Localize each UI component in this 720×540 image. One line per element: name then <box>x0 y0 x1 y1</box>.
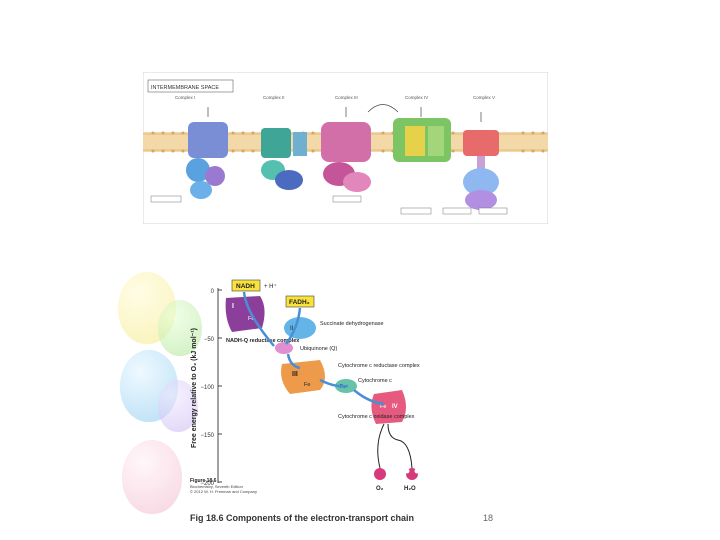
complex-header-5: Complex V <box>473 95 495 100</box>
nadh-label: NADH <box>236 283 255 290</box>
complex-iv-shape <box>393 118 451 162</box>
complex-iv-fe: Fe <box>380 404 386 410</box>
o2-molecule <box>374 468 386 480</box>
free-energy-diagram: Free energy relative to O₂ (kJ mol⁻¹) 0 … <box>190 279 420 494</box>
fadh2-label: FADH₂ <box>289 299 310 306</box>
y-tick-1: −50 <box>204 337 215 343</box>
proton-arrows <box>207 104 482 122</box>
nadh-suffix: + H⁺ <box>264 283 277 290</box>
complex-i-numeral: I <box>232 303 234 310</box>
complex-iv-numeral: IV <box>392 404 398 410</box>
succinate-dehydrogenase-label: Succinate dehydrogenase <box>320 321 384 327</box>
cytochrome-c-oxidase-label: Cytochrome c oxidase complex <box>338 414 415 420</box>
ubiquinone-blob <box>275 342 293 354</box>
complex-iii-block <box>281 360 325 394</box>
cytochrome-c-reductase-label: Cytochrome c reductase complex <box>338 363 420 369</box>
complex-ii-numeral: II <box>290 326 294 332</box>
balloon-lavender <box>158 380 198 432</box>
complex-iii-numeral: III <box>292 371 298 378</box>
complex-i-shape <box>186 122 228 199</box>
figure-ref: Figure 18.6 <box>190 478 217 484</box>
y-ticks <box>218 289 222 483</box>
annotation-boxes <box>150 195 508 215</box>
y-tick-4: −200 <box>200 481 214 487</box>
complex-iv-block <box>371 390 406 424</box>
oxygen-reduction-arrow <box>387 423 413 469</box>
complex-header-1: Complex I <box>175 95 195 100</box>
balloon-green <box>158 300 202 356</box>
banner-label: INTERMEMBRANE SPACE <box>151 85 219 91</box>
complex-v-shape <box>463 130 499 210</box>
complex-header-4: Complex IV <box>405 95 428 100</box>
complex-i-fe: Fe <box>248 316 254 322</box>
nadh-box <box>231 279 261 292</box>
page-number: 18 <box>483 513 494 523</box>
fadh2-box <box>285 295 315 308</box>
complex-ii-shape <box>261 128 307 190</box>
y-tick-3: −150 <box>200 433 214 439</box>
electron-flow-path <box>242 291 385 406</box>
nadh-q-reductase-label: NADH-Q reductase complex <box>226 338 300 344</box>
membrane-electron-transport-figure: INTERMEMBRANE SPACE Complex I Complex II… <box>143 72 548 224</box>
complex-i-block <box>225 296 265 332</box>
complex-ii-block <box>284 317 316 339</box>
oxygen-entry-arrow <box>377 423 385 469</box>
complex-iii-fe: Fe <box>304 382 310 388</box>
figure-copyright: © 2012 W. H. Freeman and Company <box>190 489 257 494</box>
balloon-pink <box>122 440 182 514</box>
h2o-label: H₂O <box>404 486 416 492</box>
cytochrome-c-label: Cytochrome c <box>358 378 392 384</box>
y-tick-2: −100 <box>200 385 214 391</box>
y-tick-0: 0 <box>211 289 215 295</box>
y-axis-label: Free energy relative to O₂ (kJ mol⁻¹) <box>191 328 198 448</box>
complex-iii-shape <box>321 122 371 192</box>
complex-header-3: Complex III <box>335 95 358 100</box>
slide-caption: Fig 18.6 Components of the electron-tran… <box>190 513 415 523</box>
figure-book: Biochemistry, Seventh Edition <box>190 484 243 489</box>
o2-label: O₂ <box>376 486 384 492</box>
ubiquinone-label: Ubiquinone (Q) <box>300 346 337 352</box>
complex-header-2: Complex II <box>263 95 285 100</box>
